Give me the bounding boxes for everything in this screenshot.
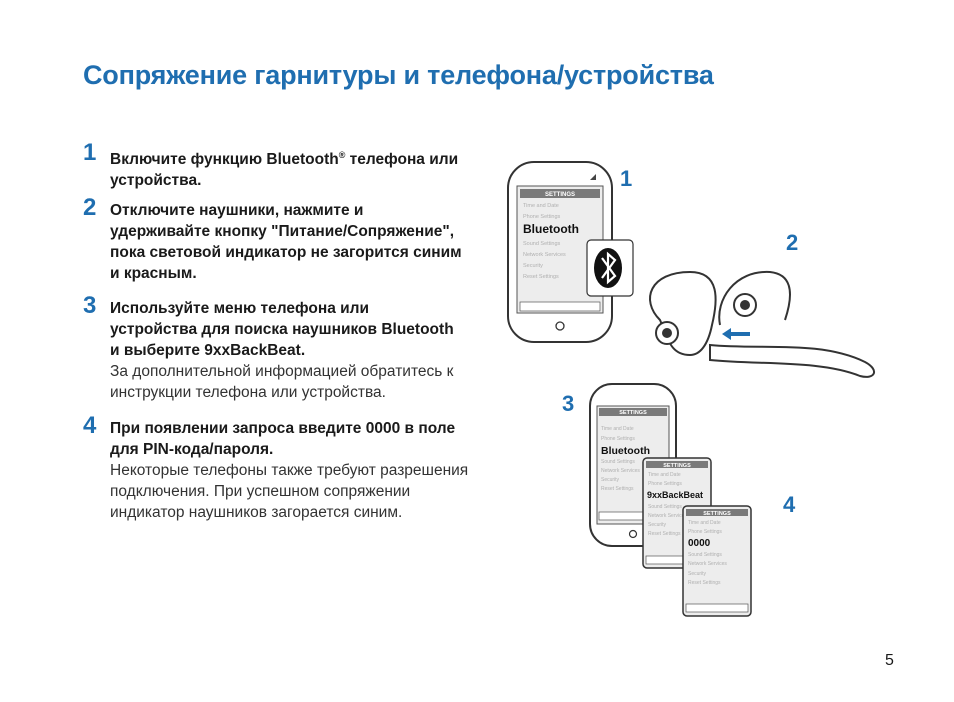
step-3: 3 Используйте меню телефона или устройст… bbox=[83, 292, 483, 403]
svg-text:Network Services: Network Services bbox=[523, 252, 566, 258]
step-2: 2 Отключите наушники, нажмите и удержива… bbox=[83, 194, 483, 284]
svg-text:Phone Settings: Phone Settings bbox=[648, 481, 682, 487]
step-text: При появлении запроса введите 0000 в пол… bbox=[110, 420, 456, 458]
step-number: 1 bbox=[83, 139, 97, 166]
svg-text:Security: Security bbox=[688, 571, 707, 577]
svg-text:Phone Settings: Phone Settings bbox=[601, 436, 635, 442]
svg-text:Time and Date: Time and Date bbox=[601, 426, 634, 432]
step-text: Используйте меню телефона или устройства… bbox=[110, 300, 454, 359]
svg-text:Security: Security bbox=[601, 477, 620, 483]
svg-text:Reset Settings: Reset Settings bbox=[648, 531, 681, 537]
step-4: 4 При появлении запроса введите 0000 в п… bbox=[83, 412, 483, 523]
svg-text:Network Services: Network Services bbox=[688, 561, 727, 567]
svg-text:Reset Settings: Reset Settings bbox=[688, 580, 721, 586]
figure-label-1: 1 bbox=[620, 166, 633, 191]
step-number: 4 bbox=[83, 412, 97, 439]
page-title: Сопряжение гарнитуры и телефона/устройст… bbox=[83, 60, 714, 90]
step-1: 1 Включите функцию Bluetooth® телефона и… bbox=[83, 139, 483, 191]
step-note: Некоторые телефоны также требуют разреше… bbox=[110, 462, 469, 521]
step-number: 3 bbox=[83, 292, 97, 319]
svg-text:Network Services: Network Services bbox=[648, 513, 687, 519]
screen-9xxbackbeat-label: 9xxBackBeat bbox=[647, 490, 703, 500]
headset-illustration bbox=[649, 270, 875, 378]
phone-1-bluetooth: Bluetooth bbox=[523, 222, 579, 236]
screen-pin-label: 0000 bbox=[688, 538, 711, 549]
figure-label-2: 2 bbox=[786, 230, 799, 255]
svg-text:Security: Security bbox=[523, 263, 543, 269]
bluetooth-icon bbox=[586, 239, 634, 297]
svg-text:SETTINGS: SETTINGS bbox=[619, 410, 647, 416]
svg-text:Reset Settings: Reset Settings bbox=[523, 274, 559, 280]
step-text: Отключите наушники, нажмите и удерживайт… bbox=[110, 202, 462, 282]
svg-text:Security: Security bbox=[648, 522, 667, 528]
step-note: За дополнительной информацией обратитесь… bbox=[110, 363, 454, 401]
svg-text:Time and Date: Time and Date bbox=[688, 520, 721, 526]
figure-label-4: 4 bbox=[783, 492, 796, 517]
phone-1-illustration: SETTINGS Time and Date Phone Settings Bl… bbox=[507, 161, 613, 343]
svg-text:Sound Settings: Sound Settings bbox=[648, 504, 682, 510]
step-number: 2 bbox=[83, 194, 97, 221]
svg-text:Phone Settings: Phone Settings bbox=[523, 214, 561, 220]
svg-text:SETTINGS: SETTINGS bbox=[663, 463, 691, 469]
figure-label-3: 3 bbox=[562, 391, 575, 416]
step-text: Включите функцию Bluetooth® телефона или… bbox=[110, 150, 459, 190]
phone-3-bluetooth: Bluetooth bbox=[601, 445, 650, 457]
svg-text:Sound Settings: Sound Settings bbox=[523, 241, 561, 247]
svg-text:Network Services: Network Services bbox=[601, 468, 640, 474]
svg-text:Time and Date: Time and Date bbox=[523, 203, 559, 209]
svg-text:Time and Date: Time and Date bbox=[648, 472, 681, 478]
svg-text:Phone Settings: Phone Settings bbox=[688, 529, 722, 535]
svg-text:SETTINGS: SETTINGS bbox=[703, 511, 731, 517]
menu-header: SETTINGS bbox=[545, 192, 575, 198]
svg-text:Reset Settings: Reset Settings bbox=[601, 486, 634, 492]
svg-text:Sound Settings: Sound Settings bbox=[688, 552, 722, 558]
screen-pin: SETTINGS Time and Date Phone Settings 00… bbox=[682, 505, 752, 617]
page-number: 5 bbox=[885, 652, 894, 669]
svg-text:Sound Settings: Sound Settings bbox=[601, 459, 635, 465]
